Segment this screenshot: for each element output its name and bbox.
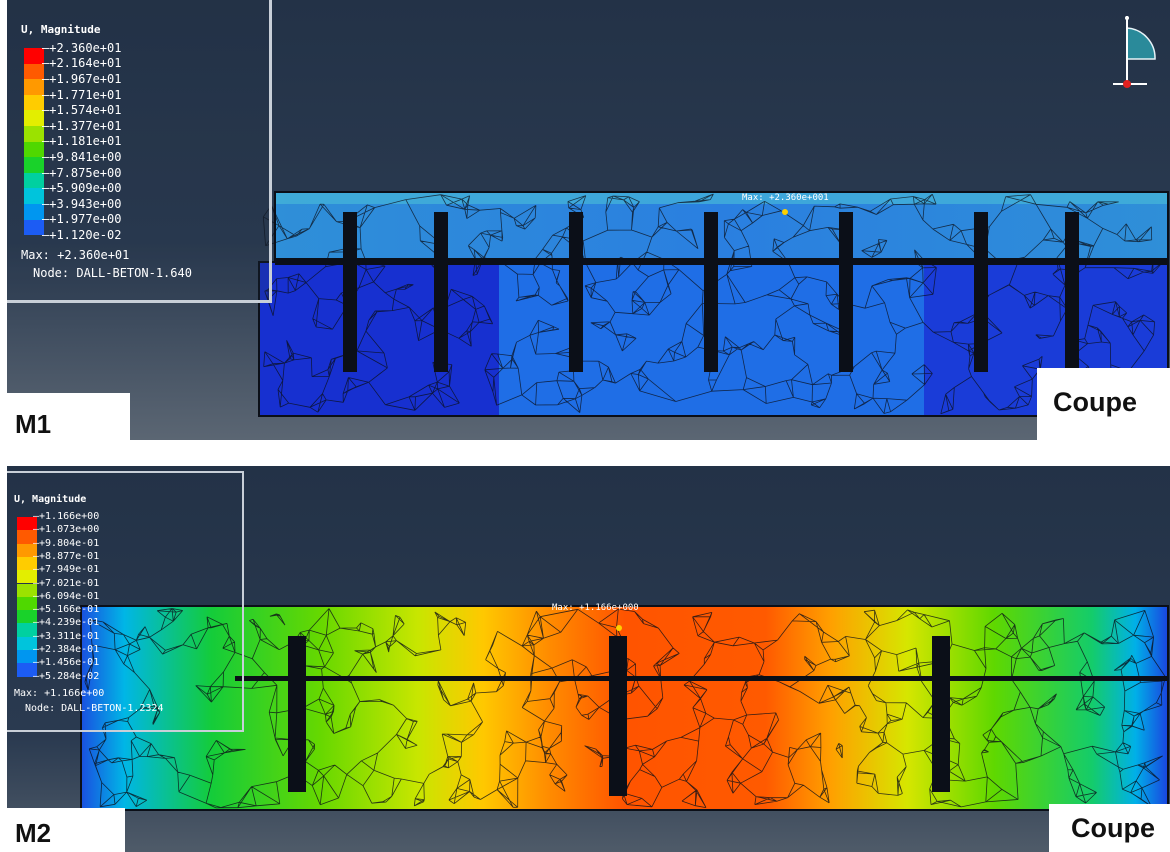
legend-swatch bbox=[17, 570, 37, 584]
model-label-m2: M2 bbox=[7, 808, 125, 852]
legend-swatch bbox=[24, 48, 44, 64]
legend-swatch bbox=[17, 583, 37, 597]
legend-swatch bbox=[17, 636, 37, 650]
legend-value: —+5.166e-01 bbox=[33, 604, 100, 616]
legend-swatch bbox=[17, 663, 37, 677]
legend-value: —+7.875e+00 bbox=[42, 165, 122, 180]
legend-node: Node: DALL-BETON-1.2324 bbox=[25, 703, 164, 714]
legend-value: —+1.073e+00 bbox=[33, 524, 100, 536]
legend-swatch bbox=[24, 126, 44, 142]
legend-value: —+6.094e-01 bbox=[33, 590, 100, 602]
legend-value: —+1.977e+00 bbox=[42, 212, 122, 227]
legend-swatch bbox=[17, 596, 37, 611]
legend-swatch bbox=[24, 204, 44, 220]
legend-value: —+9.841e+00 bbox=[42, 150, 122, 164]
legend-title: U, Magnitude bbox=[14, 494, 87, 505]
legend-swatch bbox=[24, 172, 44, 189]
model-label-m1: M1 bbox=[7, 393, 130, 440]
legend-m2: U, Magnitude —+1.166e+00 —+1.073e+00—+9.8… bbox=[7, 471, 244, 732]
legend-value: —+7.949e-01 bbox=[33, 564, 100, 576]
legend-value: —+4.239e-01 bbox=[33, 617, 100, 629]
section-label: Coupe bbox=[1049, 804, 1170, 852]
legend-swatch bbox=[17, 530, 37, 544]
legend-value: —+1.574e+01 bbox=[42, 103, 122, 118]
legend-swatch bbox=[24, 110, 44, 126]
legend-swatch bbox=[24, 219, 44, 236]
legend-value: —+3.311e-01 bbox=[33, 630, 100, 642]
legend-swatch bbox=[24, 94, 44, 111]
legend-value: —+1.377e+01 bbox=[42, 118, 122, 133]
legend-swatch bbox=[17, 650, 37, 664]
beam-mesh-m1 bbox=[258, 191, 1169, 417]
legend-swatch bbox=[24, 79, 44, 95]
legend-value: —+1.166e+00 bbox=[33, 511, 100, 522]
legend-node: Node: DALL-BETON-1.640 bbox=[33, 266, 192, 280]
legend-swatch bbox=[17, 543, 37, 557]
legend-value: —+1.771e+01 bbox=[42, 87, 122, 102]
legend-value: —+5.909e+00 bbox=[42, 181, 122, 196]
legend-swatch bbox=[24, 157, 44, 173]
legend-value: —+1.120e-02 bbox=[42, 228, 122, 242]
legend-max: Max: +2.360e+01 bbox=[21, 248, 130, 262]
legend-m1: U, Magnitude —+2.360e+01—+2.164e+01—+1.9… bbox=[7, 0, 272, 303]
viewport-m2[interactable]: Max: +1.166e+000 U, Magnitude —+1.166e+0… bbox=[7, 466, 1170, 852]
legend-value: —+5.284e-02 bbox=[33, 670, 100, 682]
legend-value: —+1.456e-01 bbox=[33, 657, 100, 669]
legend-value: —+2.164e+01 bbox=[42, 56, 122, 71]
legend-value: —+1.967e+01 bbox=[42, 72, 122, 86]
legend-max: Max: +1.166e+00 bbox=[14, 688, 105, 699]
legend-value: —+2.360e+01 bbox=[42, 40, 122, 55]
max-annotation: Max: +2.360e+001 bbox=[742, 193, 829, 203]
legend-value: —+7.021e-01 bbox=[33, 577, 100, 589]
viewport-m1[interactable]: Max: +2.360e+001 U, Magnitude —+2.360e+0… bbox=[7, 0, 1170, 440]
max-annotation: Max: +1.166e+000 bbox=[552, 603, 639, 613]
legend-swatch bbox=[24, 141, 44, 158]
legend-swatch bbox=[17, 556, 37, 571]
legend-title: U, Magnitude bbox=[21, 23, 101, 36]
section-label: Coupe bbox=[1037, 368, 1170, 440]
triad-axis-icon bbox=[1113, 16, 1156, 88]
legend-value: —+2.384e-01 bbox=[33, 644, 100, 655]
legend-value: —+8.877e-01 bbox=[33, 550, 100, 562]
legend-swatch bbox=[17, 517, 37, 531]
legend-swatch bbox=[24, 188, 44, 204]
legend-value: —+3.943e+00 bbox=[42, 196, 122, 211]
legend-value: —+1.181e+01 bbox=[42, 134, 122, 149]
legend-swatch bbox=[17, 610, 37, 624]
beam-mesh-m2 bbox=[80, 605, 1169, 811]
legend-value: —+9.804e-01 bbox=[33, 537, 100, 549]
legend-swatch bbox=[17, 623, 37, 637]
legend-swatch bbox=[24, 63, 44, 80]
